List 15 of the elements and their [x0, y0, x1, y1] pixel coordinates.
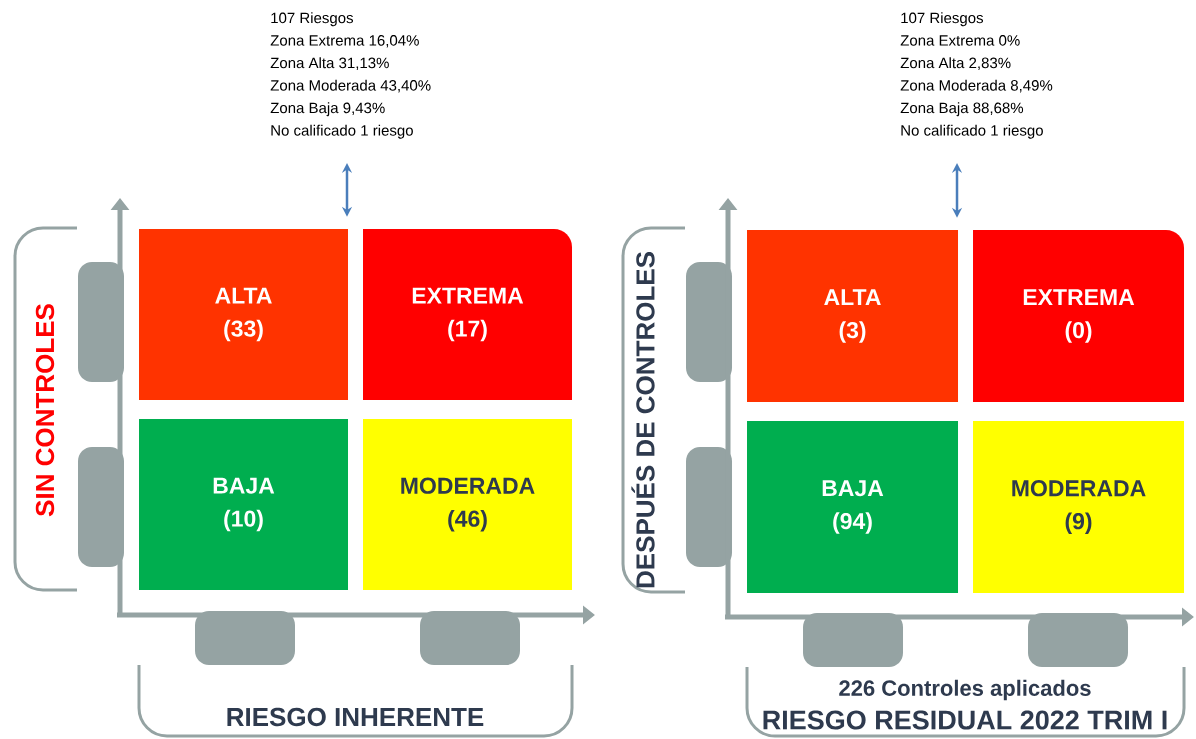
- risk-cell: EXTREMA (17): [363, 229, 572, 400]
- axis-label: 226 Controles aplicados: [839, 679, 1091, 701]
- summary-text: 107 Riesgos Zona Extrema 16,04% Zona Alta 31,13% Zona Moderada 43,40% Zona Baja 9,43% No calificado 1 riesgo: [270, 12, 431, 139]
- risk-cell: MODERADA (9): [973, 421, 1184, 593]
- risk-cell: BAJA (94): [747, 421, 958, 593]
- risk-cell: ALTA (3): [747, 230, 958, 402]
- axis-label: DESPUÉS DE CONTROLES: [631, 252, 655, 588]
- risk-cell: BAJA (10): [139, 419, 348, 590]
- risk-cell: EXTREMA (0): [973, 230, 1184, 402]
- axis-label: SIN CONTROLES: [35, 304, 55, 517]
- summary-text: 107 Riesgos Zona Extrema 0% Zona Alta 2,83% Zona Moderada 8,49% Zona Baja 88,68% No calificado 1 riesgo: [900, 12, 1053, 139]
- risk-cell: MODERADA (46): [363, 419, 572, 590]
- risk-cell: ALTA (33): [139, 229, 348, 400]
- axis-label: RIESGO RESIDUAL 2022 TRIM I: [763, 710, 1167, 730]
- axis-label: RIESGO INHERENTE: [227, 707, 484, 727]
